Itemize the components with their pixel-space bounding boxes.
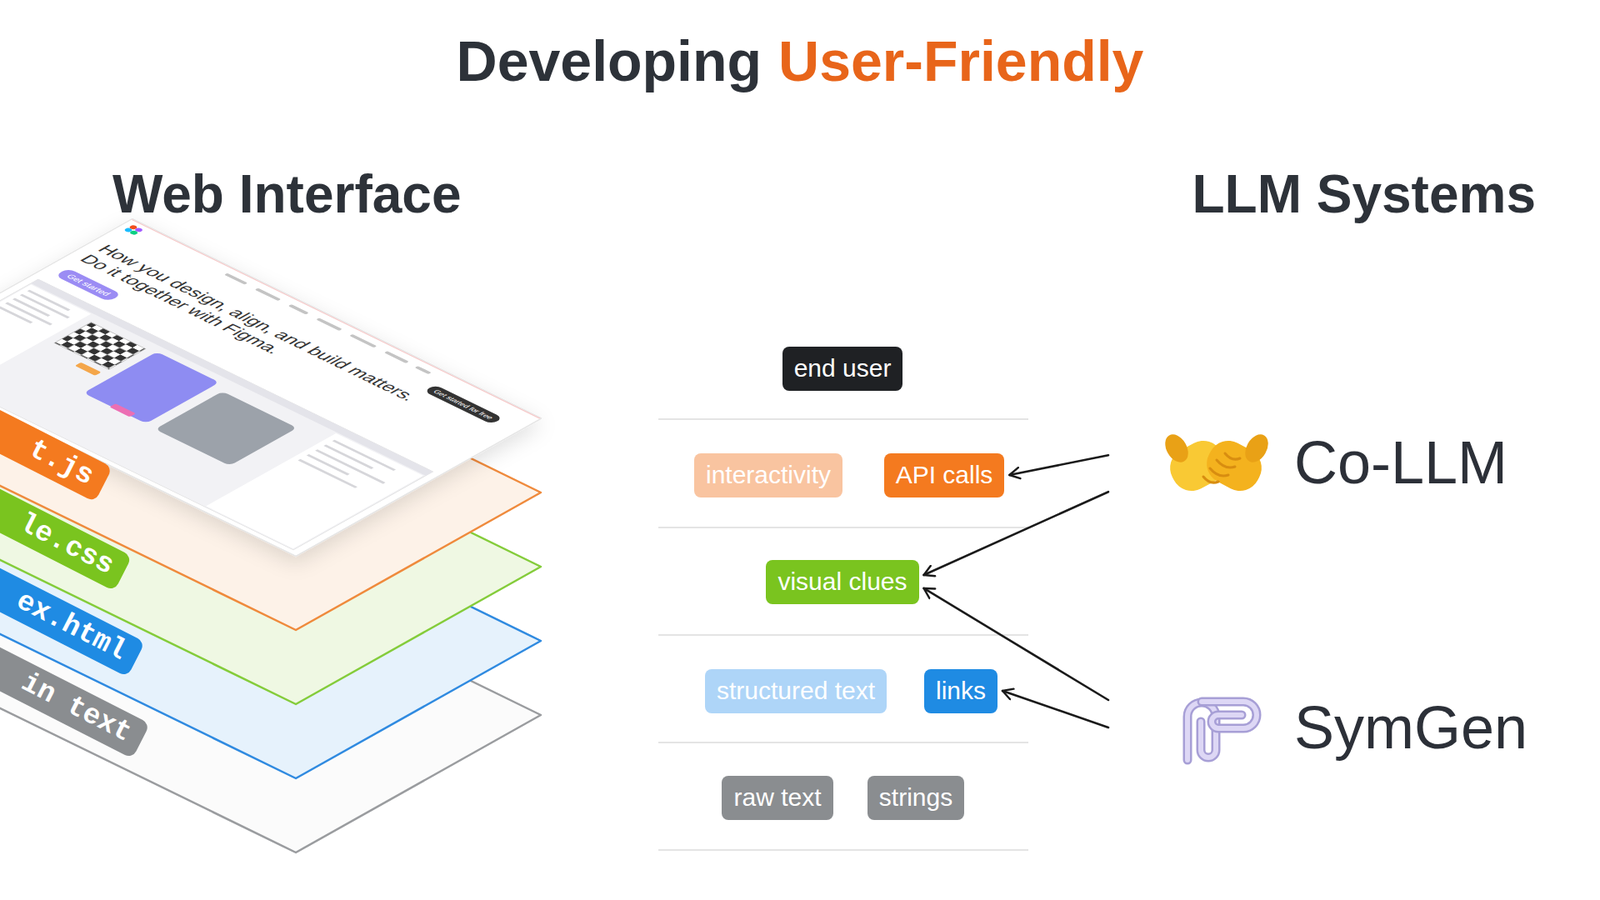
diagram-title: Developing (456, 28, 763, 94)
node-label: Co-LLM (1294, 432, 1520, 493)
arrow-connector (1009, 455, 1109, 475)
title-row: DevelopingUser-Friendly (0, 28, 1600, 94)
layer-stack (0, 219, 541, 853)
separator (658, 849, 1029, 851)
node-label: raw text (733, 785, 821, 810)
row-separators (658, 419, 1029, 850)
layer-chip: links (924, 669, 998, 714)
layer-chip: visual clues (765, 560, 919, 605)
separator (658, 526, 1029, 529)
node-label: API calls (895, 462, 994, 488)
node-label: structured text (716, 678, 875, 704)
node-label: interactivity (705, 462, 831, 488)
layer-chip: API calls (884, 453, 1005, 498)
file-tag: le.css (0, 480, 133, 592)
screenshot-layer (0, 219, 541, 556)
arrow-connector (924, 491, 1109, 575)
layer-chip: end user (782, 346, 904, 391)
node-label: links (935, 678, 986, 704)
separator (658, 634, 1029, 636)
layer-chip: interactivity (694, 453, 843, 498)
layer-chip: structured text (705, 669, 887, 714)
section-heading: LLM Systems (1191, 163, 1536, 225)
section-heading: Web Interface (112, 163, 462, 225)
separator (658, 418, 1029, 420)
paperclip-icon (1187, 701, 1257, 760)
separator (658, 741, 1029, 744)
system-node: SymGen (1108, 681, 1540, 774)
file-tag: t.js (0, 405, 113, 503)
node-label: SymGen (1294, 697, 1540, 758)
node-label: strings (879, 785, 953, 810)
node-label: end user (794, 355, 892, 381)
node-label: visual clues (777, 569, 907, 595)
handshake-icon (1160, 430, 1274, 498)
layer-chip: strings (867, 775, 965, 820)
layer-chip: raw text (721, 775, 833, 820)
arrow-connector (1002, 690, 1109, 728)
title-highlight: User-Friendly (778, 28, 1144, 94)
system-node: Co-LLM (1108, 416, 1520, 509)
